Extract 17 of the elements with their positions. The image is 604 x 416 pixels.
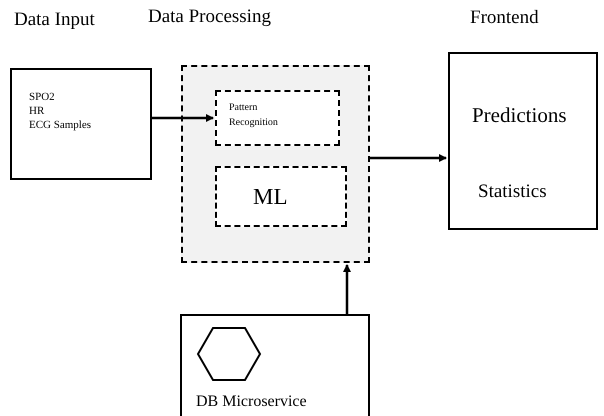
process-label: Pattern Recognition bbox=[229, 101, 279, 130]
service-box bbox=[180, 314, 370, 416]
process-box bbox=[215, 166, 347, 227]
column-heading: Frontend bbox=[470, 6, 539, 30]
column-heading: Data Processing bbox=[148, 5, 271, 29]
output-label: Predictions bbox=[472, 102, 566, 129]
arrow bbox=[370, 154, 447, 162]
process-box bbox=[215, 90, 340, 146]
data-label: HR bbox=[29, 104, 44, 118]
arrow bbox=[343, 264, 351, 314]
service-label: DB Microservice bbox=[196, 392, 307, 412]
process-label: ML bbox=[253, 183, 288, 211]
output-label: Statistics bbox=[478, 180, 547, 204]
arrow bbox=[152, 114, 214, 122]
data-label: ECG Samples bbox=[29, 118, 92, 132]
data-label: SPO2 bbox=[29, 90, 55, 104]
column-heading: Data Input bbox=[14, 8, 96, 32]
